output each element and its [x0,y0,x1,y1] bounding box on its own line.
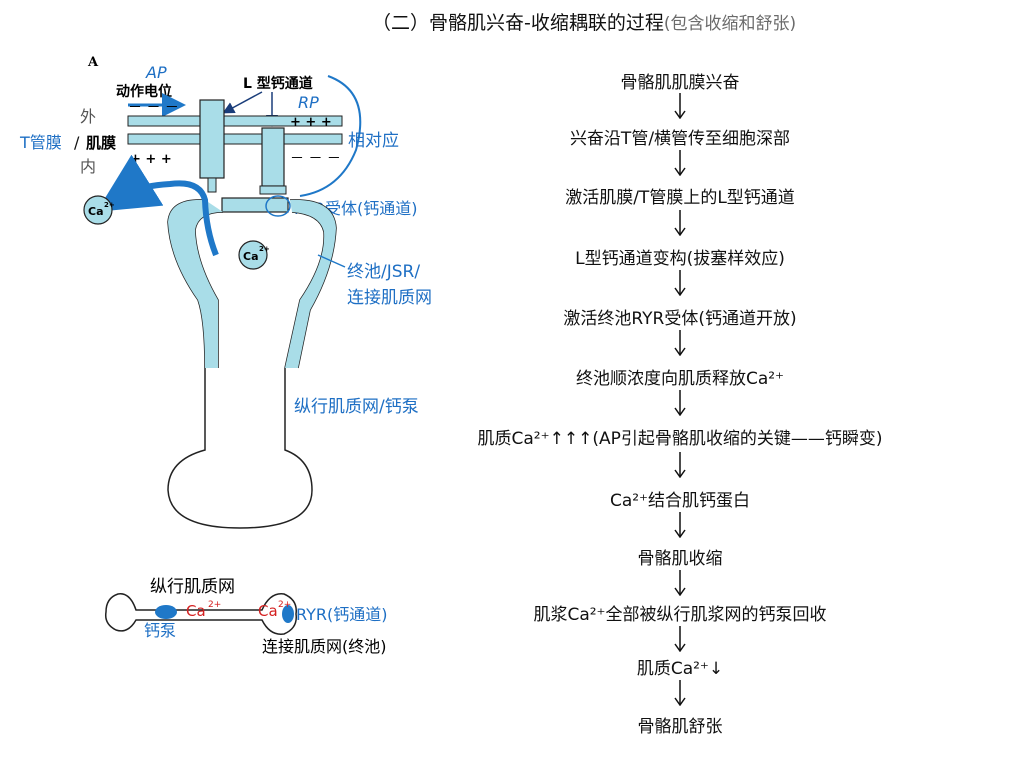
l-channel-label: L 型钙通道 [243,75,313,92]
correspond-arc [299,75,362,197]
flow-arrow [674,626,686,652]
schematic-longitudinal-label: 纵行肌质网 [150,577,235,597]
ryr-bar [221,197,289,213]
junctional-sr-label: 连接肌质网 [347,288,432,308]
svg-text:2+: 2+ [259,245,270,253]
flow-arrow [674,452,686,478]
membrane-inner-layer [127,133,343,145]
t-tubule-membrane-label: T管膜 [19,133,62,152]
charges-bottom-left: + + + [130,152,172,167]
schematic-ca-left-charge: 2+ [208,600,221,610]
flow-step: 终池顺浓度向肌质释放Ca²⁺ [575,369,785,389]
terminal-cistern-pointer [317,254,346,268]
schematic-junctional-label: 连接肌质网(终池) [262,637,387,656]
ca-ion-store: Ca 2+ [238,240,270,270]
svg-text:2+: 2+ [104,201,115,209]
svg-text:Ca: Ca [88,205,104,218]
schematic-pump-label: 钙泵 [144,621,176,640]
flow-step: 骨骼肌舒张 [637,717,723,737]
terminal-cistern-label: 终池/JSR/ [347,262,420,282]
schematic-ca-left: Ca [186,602,206,620]
correspond-label: 相对应 [348,131,399,151]
sarcolemma-label: 肌膜 [86,134,116,152]
charges-bottom-right: － － － [290,151,341,167]
ap-label: AP [145,63,167,82]
flow-step: L型钙通道变构(拔塞样效应) [575,249,785,269]
flow-arrow [674,512,686,538]
membrane-outer-layer [127,115,343,127]
flow-step: 肌质Ca²⁺↑↑↑(AP引起骨骼肌收缩的关键——钙瞬变) [477,429,883,449]
l-type-channel-1 [199,99,225,193]
l-type-channel-2 [259,127,287,195]
inside-label: 内 [80,157,96,176]
flow-arrow [674,330,686,356]
schematic-ryr-label: RYR(钙通道) [296,605,387,624]
flow-step: 骨骼肌收缩 [637,549,723,569]
flow-step: 兴奋沿T管/横管传至细胞深部 [569,129,791,149]
page-title: （二）骨骼肌兴奋-收缩耦联的过程(包含收缩和舒张) [372,8,796,35]
flow-arrow [674,270,686,296]
flow-step: 激活肌膜/T管膜上的L型钙通道 [565,188,795,208]
panel-label: A [87,55,99,70]
flow-arrow [674,93,686,119]
flow-arrow [674,210,686,236]
action-potential-label: 动作电位 [116,83,172,100]
schematic-ca-right: Ca [258,602,278,620]
ca-release-arrow [96,154,219,257]
flow-step: 骨骼肌肌膜兴奋 [620,73,740,93]
flow-arrow [674,150,686,176]
slash-label: / [74,133,80,152]
title-sub: (包含收缩和舒张) [663,14,797,34]
flow-arrow [674,390,686,416]
l-channel-pointer-1 [222,91,263,114]
flow-step: 肌浆Ca²⁺全部被纵行肌浆网的钙泵回收 [533,605,827,625]
title-main: （二）骨骼肌兴奋-收缩耦联的过程 [372,12,664,34]
flow-step: Ca²⁺结合肌钙蛋白 [609,491,751,511]
sarcoplasmic-reticulum [167,199,337,529]
flow-step: 激活终池RYR受体(钙通道开放) [563,309,797,329]
charges-top-right: + + + [290,115,332,130]
ca-ion-cytosol: Ca 2+ [83,195,115,225]
svg-text:Ca: Ca [243,250,259,263]
flow-step: 肌质Ca²⁺↓ [636,659,724,679]
ec-coupling-diagram: A AP 动作电位 L 型钙通道 RP 相对应 外 T管膜 / 肌膜 内 － －… [19,55,432,656]
longitudinal-sr-label: 纵行肌质网/钙泵 [294,397,419,417]
ryr-circle [265,195,291,217]
flow-arrow [674,570,686,596]
charges-top-left: － － － [128,100,179,116]
outside-label: 外 [80,107,96,126]
flow-arrow [674,680,686,706]
schematic-ca-right-charge: 2+ [278,600,291,610]
rp-label: RP [298,93,319,112]
sr-schematic [104,593,297,635]
